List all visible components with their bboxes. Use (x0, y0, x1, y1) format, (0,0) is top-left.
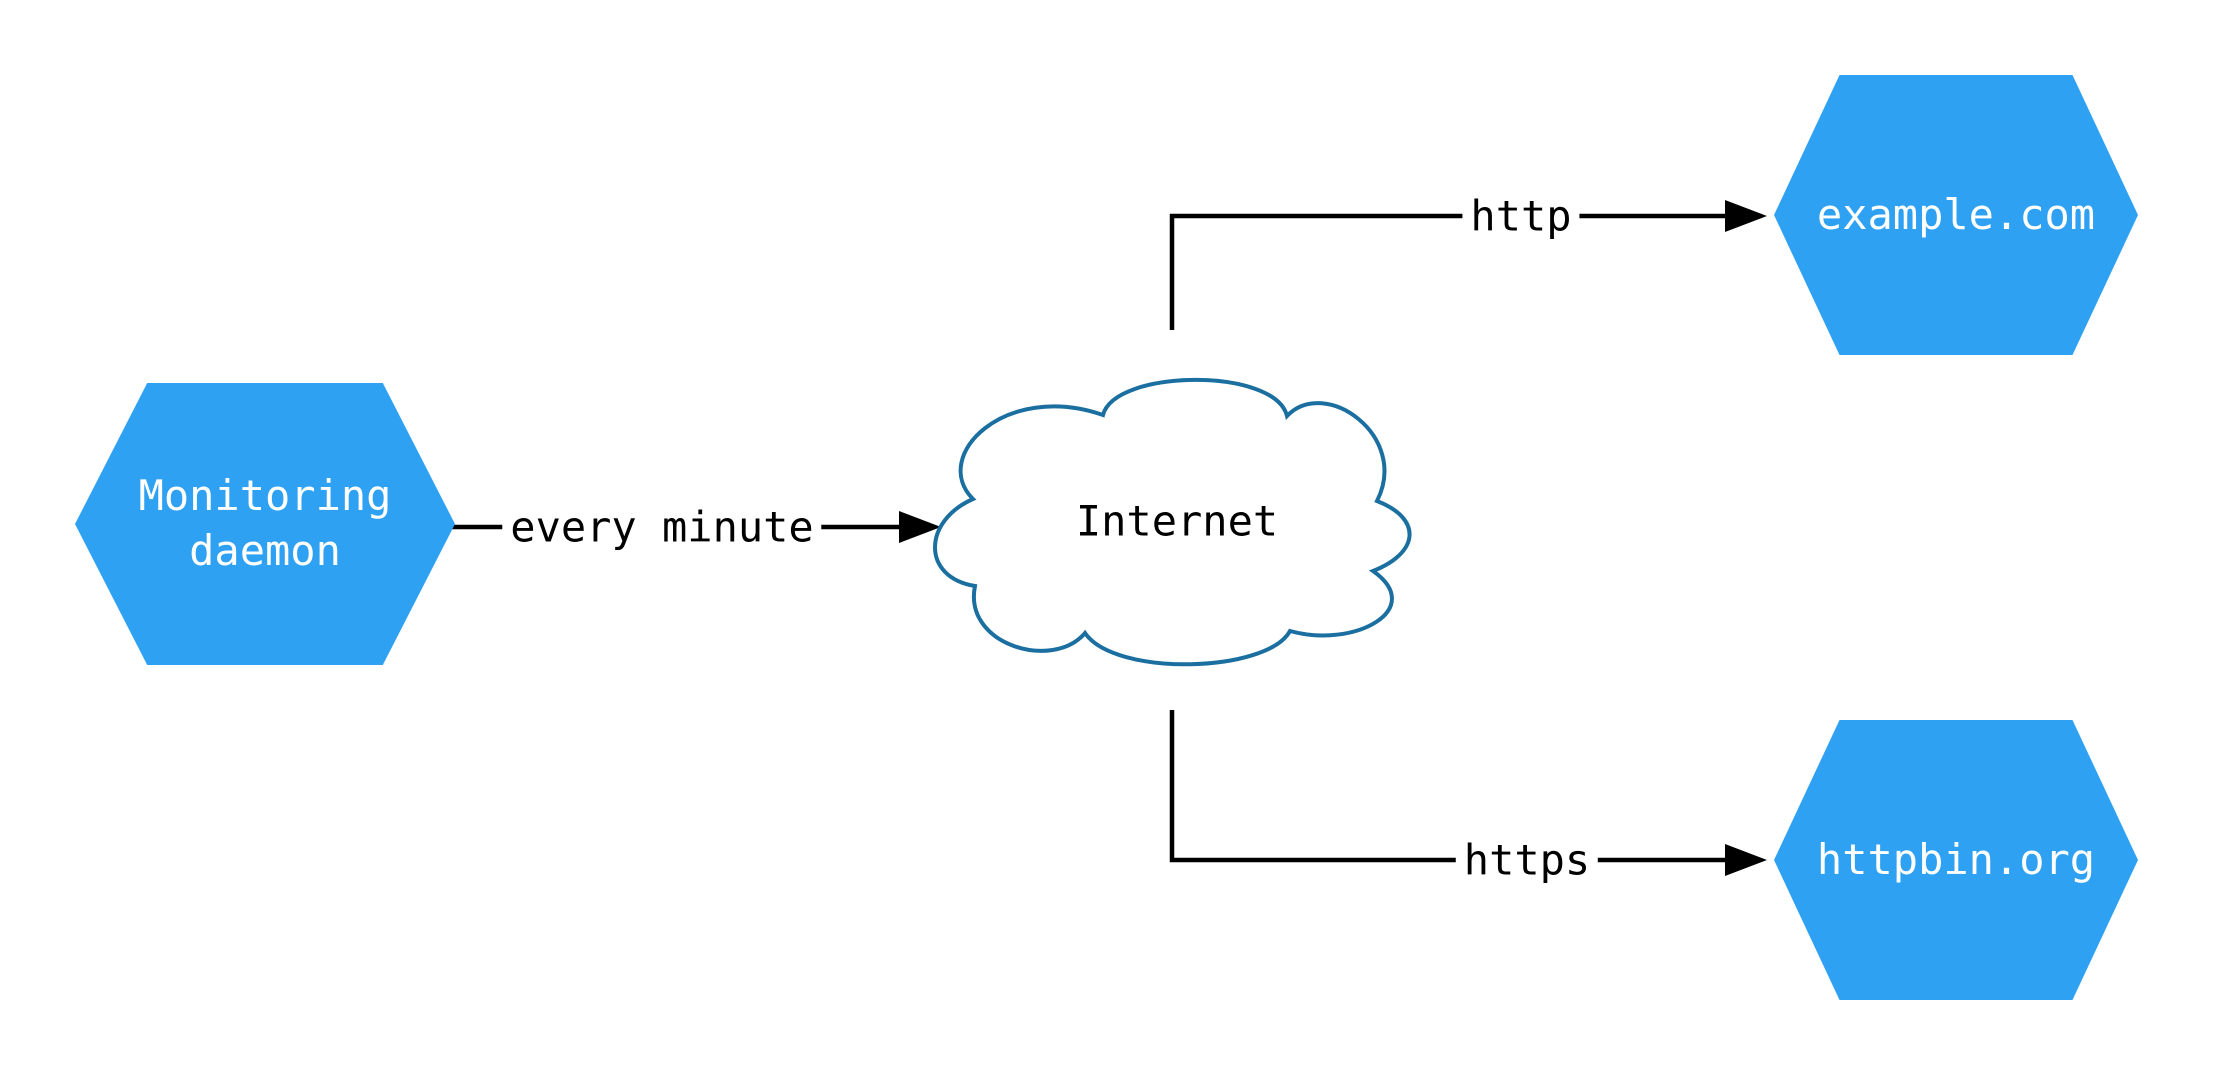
example-com-label: example.com (1816, 189, 2096, 239)
monitoring-daemon-label-line1: Monitoring (138, 471, 392, 521)
arrowhead-https-icon (1725, 844, 1767, 876)
httpbin-org-label: httpbin.org (1816, 834, 2096, 884)
node-monitoring-daemon: Monitoring daemon (75, 383, 455, 665)
edge-internet-to-httpbin (1169, 710, 1727, 863)
edge-label-every-minute: every minute (502, 502, 822, 552)
node-example-com: example.com (1774, 75, 2138, 355)
internet-label: Internet (1075, 496, 1279, 546)
arrowhead-every-minute-icon (899, 511, 941, 543)
edge-internet-to-example (1169, 213, 1727, 330)
node-httpbin-org: httpbin.org (1774, 720, 2138, 1000)
edge-label-http: http (1462, 191, 1580, 241)
arrowhead-http-icon (1725, 200, 1767, 232)
edge-label-https: https (1455, 835, 1599, 885)
monitoring-daemon-label-line2: daemon (189, 526, 341, 575)
internet-cloud-icon (933, 377, 1412, 667)
